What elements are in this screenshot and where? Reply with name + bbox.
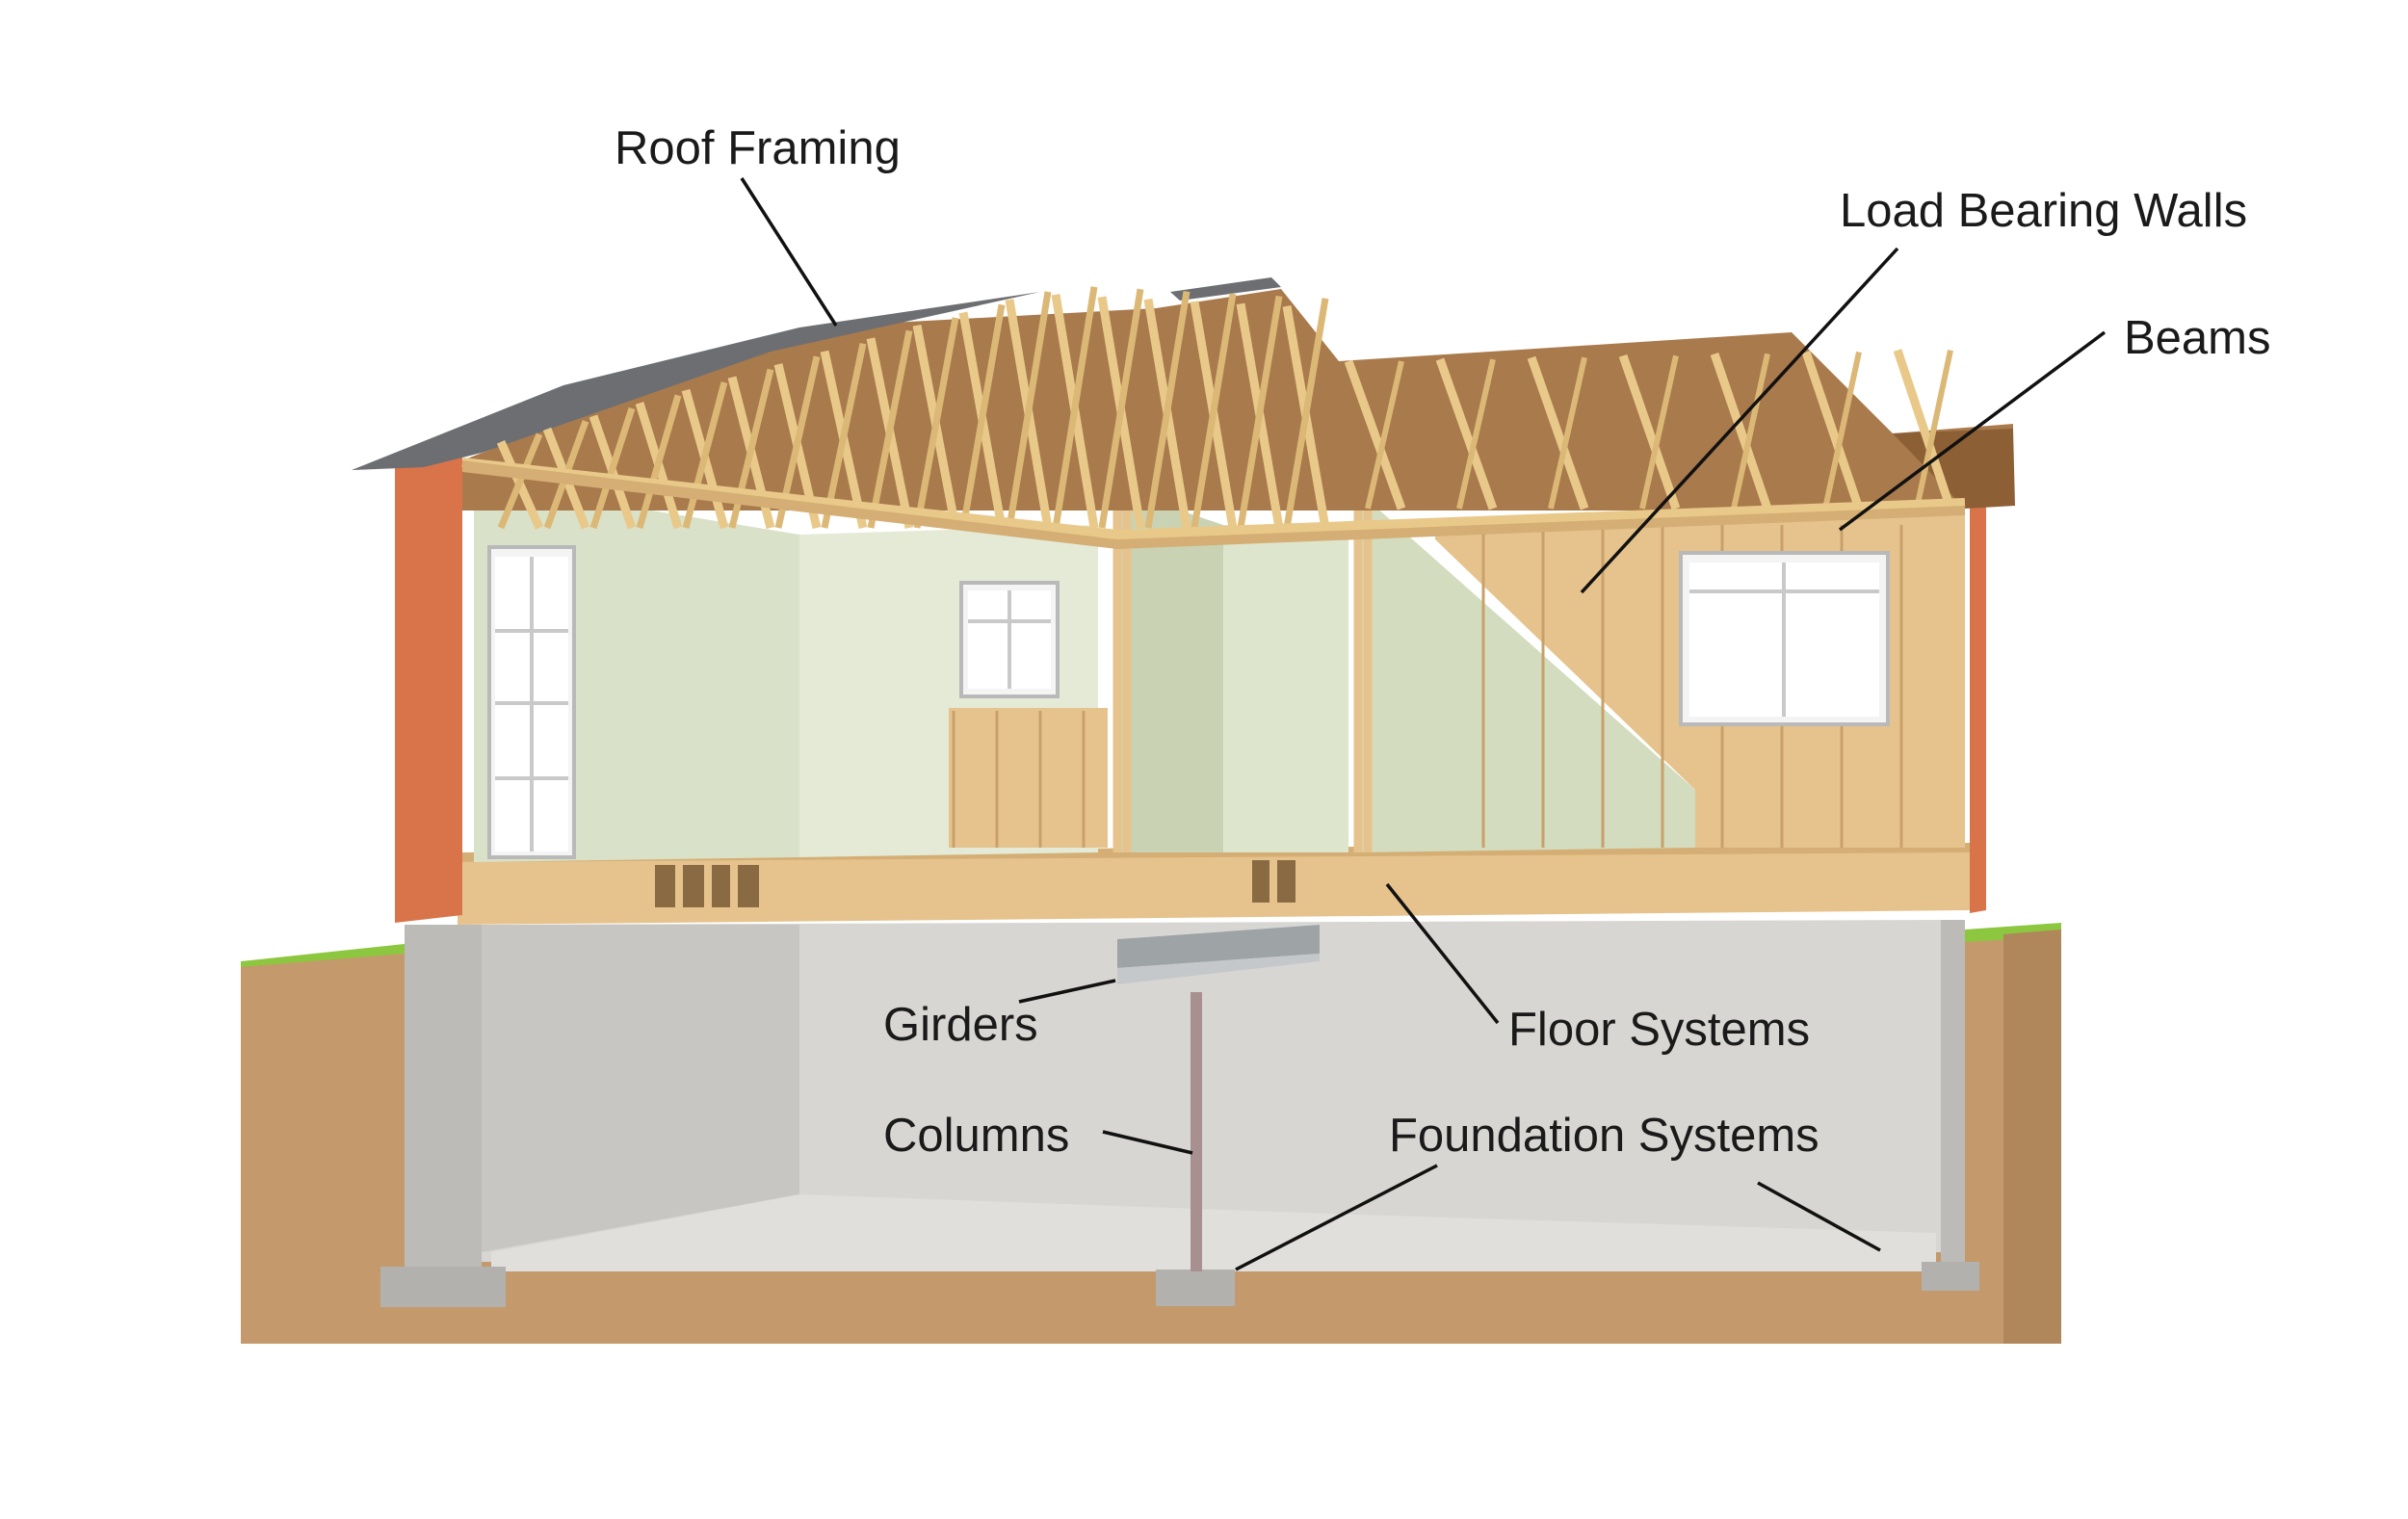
girder-beam-face [1117,954,1320,984]
label-foundation-systems: Foundation Systems [1389,1110,1819,1162]
girder-beam-top [1117,923,1339,939]
wall-partition-a [1117,489,1223,852]
grass-strip-left [241,944,405,967]
label-beams: Beams [2124,312,2271,364]
truss-web-15 [821,343,867,529]
foundation-wall-right [1941,920,1965,1267]
truss-web-43 [1639,354,1679,510]
truss-bottom-chord-right [1116,498,1966,539]
truss-web-49 [1914,349,1953,510]
window-center [959,581,1060,698]
truss-web-44 [1710,352,1772,511]
wall-partition-b [1223,525,1348,852]
truss-web-48 [1893,349,1955,511]
basement-left-wall-face [482,925,799,1252]
roof-fascia-right [1893,429,2015,509]
truss-web-21 [959,303,1006,529]
leader-columns [1102,1130,1193,1155]
leader-load-bearing-walls [1580,247,1899,594]
leader-floor-systems [1385,882,1500,1025]
truss-web-7 [636,394,682,529]
truss-web-36 [1344,359,1406,511]
truss-web-42 [1618,354,1681,511]
truss-web-9 [682,381,728,529]
label-girders: Girders [883,999,1038,1051]
ceiling-top-plate [462,460,1965,549]
truss-web-45 [1731,353,1770,510]
truss-web-37 [1365,360,1404,510]
truss-web-5 [589,406,636,530]
labels: Roof Framing Load Bearing Walls Beams Gi… [615,122,2271,1162]
truss-web-29 [1144,291,1191,529]
rim-joist [458,848,1970,925]
siding [395,453,1986,923]
basement-back-wall [482,920,1946,1262]
roof-sheathing-underside [462,289,2013,511]
roof-shingles-left [352,292,1040,470]
column-post [1191,992,1202,1271]
label-columns: Columns [883,1110,1069,1162]
wall-framed-back [949,708,1108,848]
truss-web-25 [1052,286,1098,529]
truss-web-39 [1456,358,1496,510]
truss-web-46 [1801,351,1864,511]
basement-floor-slab [491,1194,1936,1271]
label-floor-systems: Floor Systems [1508,1004,1810,1056]
leader-foundation-left [1235,1164,1438,1271]
truss-web-40 [1527,355,1589,511]
truss-web-31 [1191,293,1237,529]
footing-left [380,1267,506,1307]
siding-left [395,453,462,923]
truss-web-35 [1283,298,1329,529]
truss-web-41 [1548,356,1587,510]
truss-web-33 [1237,295,1283,529]
window-left-tall [487,545,576,859]
basement [380,920,1979,1307]
foundation-wall-left [405,925,482,1271]
truss-web-47 [1822,351,1862,510]
siding-right [1970,462,1986,913]
truss-web-19 [913,317,959,529]
truss-web-17 [867,329,913,529]
truss-web-38 [1435,357,1498,511]
soil-side-shade [2003,930,2061,1344]
truss-web-1 [497,432,543,530]
leader-lines [740,177,2107,1271]
roof-shingles-ridge [1170,277,1281,301]
leader-girders [1018,979,1116,1004]
leader-roof-framing [740,177,838,327]
leader-foundation-right [1757,1181,1881,1252]
windows [487,545,1890,859]
window-right [1679,551,1890,726]
footing-right [1922,1262,1979,1291]
truss-web-23 [1006,291,1052,529]
wall-diagonal [1358,491,1695,852]
label-load-bearing-walls: Load Bearing Walls [1840,185,2247,237]
label-roof-framing: Roof Framing [615,122,901,174]
truss-web-27 [1098,288,1144,529]
footing-center [1156,1270,1235,1306]
leader-beams [1838,330,2107,532]
